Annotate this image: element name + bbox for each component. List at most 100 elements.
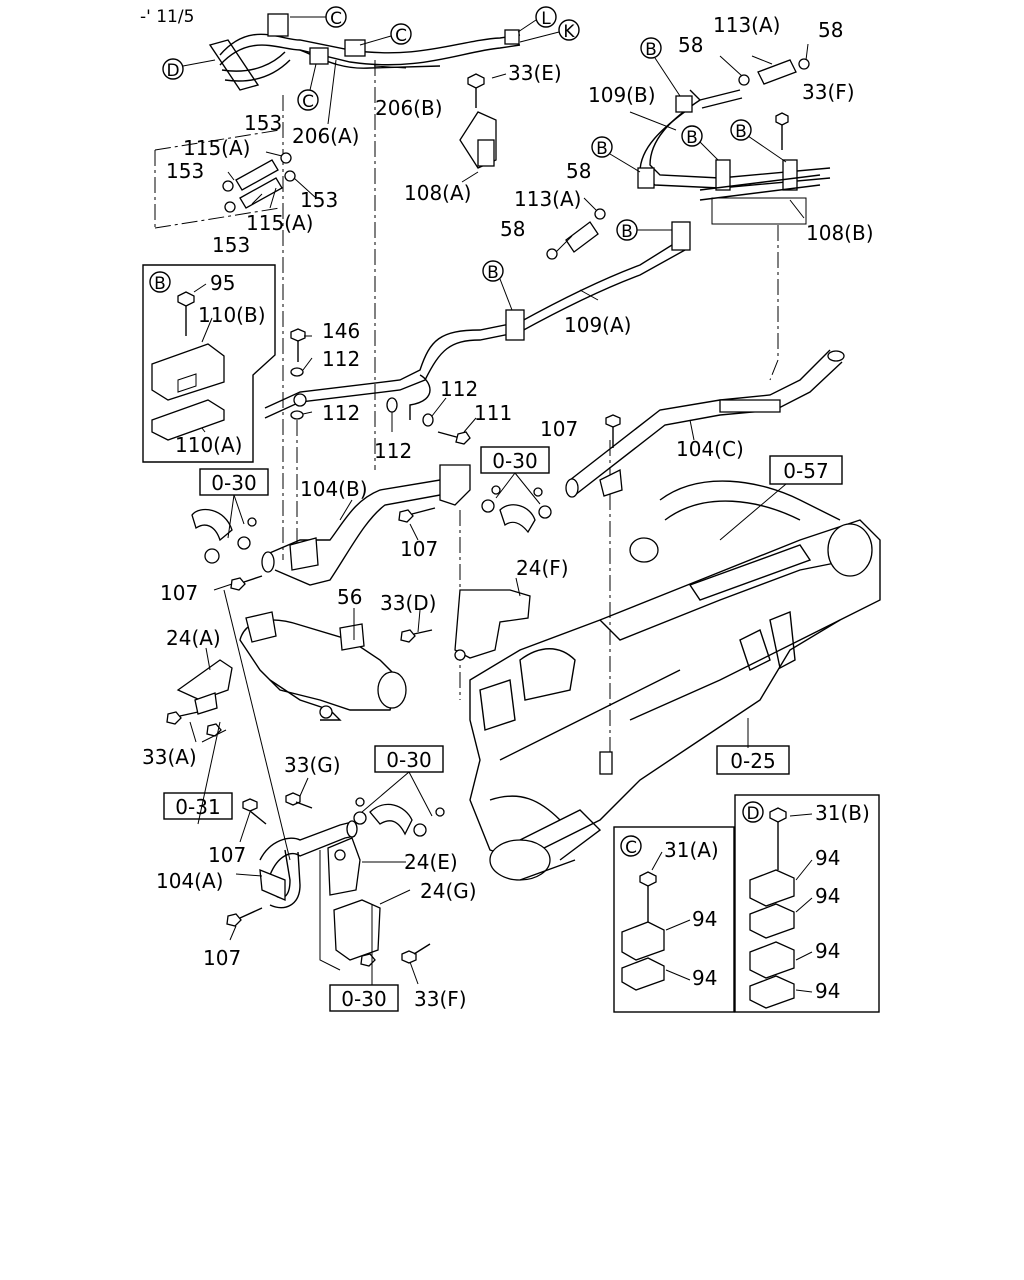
svg-text:L: L (541, 9, 551, 29)
label-56: 56 (337, 585, 362, 609)
inset-d-title: D (746, 804, 759, 824)
svg-text:B: B (596, 139, 608, 159)
inset-b-title: B (154, 274, 166, 294)
label-109a: 109(A) (564, 313, 631, 337)
bolt-107-left (230, 575, 263, 591)
inset-c-label-31a: 31(A) (664, 838, 719, 862)
svg-text:0-30: 0-30 (386, 748, 431, 772)
bracket-24a (176, 659, 233, 715)
bolt-33a (166, 711, 222, 737)
callout-b-2: B (681, 125, 719, 161)
label-24g: 24(G) (420, 879, 477, 903)
label-107c: 107 (160, 581, 198, 605)
pipe-104a (259, 820, 358, 909)
label-107d: 107 (208, 843, 246, 867)
label-113a1: 113(A) (713, 13, 780, 37)
inset-c-label-94b: 94 (692, 966, 717, 990)
label-112a: 112 (322, 347, 360, 371)
label-58b: 58 (818, 18, 843, 42)
bolt-33e (467, 73, 485, 108)
inset-b-label-110b: 110(B) (198, 303, 266, 327)
inset-c: C 31(A) 94 94 (613, 826, 735, 1013)
label-104c: 104(C) (676, 437, 744, 461)
svg-text:C: C (395, 26, 407, 46)
leader-lines (189, 43, 809, 985)
label-206a: 206(A) (292, 124, 359, 148)
label-112d: 112 (374, 439, 412, 463)
callout-c-3: C (297, 63, 319, 112)
label-111: 111 (474, 401, 512, 425)
bracket-24e (327, 837, 361, 896)
boxed-ref-057: 0-57 (769, 455, 843, 485)
callout-c-2: C (359, 23, 412, 46)
svg-text:B: B (686, 128, 698, 148)
label-153b: 153 (166, 159, 204, 183)
part-labels: 206(B) 206(A) 33(E) 108(A) 153 115(A) 15… (142, 13, 874, 1011)
label-153c: 153 (300, 188, 338, 212)
svg-text:B: B (735, 122, 747, 142)
callout-b-3: B (730, 119, 787, 163)
tube-109b (637, 89, 831, 201)
boxed-ref-030a: 0-30 (199, 468, 269, 539)
water-outlet-56 (239, 611, 407, 721)
label-115a2: 115(A) (246, 211, 313, 235)
svg-text:0-31: 0-31 (175, 795, 220, 819)
svg-text:C: C (330, 9, 342, 29)
bolt-107-lower (242, 798, 267, 825)
boxed-ref-030b: 0-30 (480, 446, 550, 505)
svg-text:0-30: 0-30 (211, 471, 256, 495)
label-112c: 112 (322, 401, 360, 425)
bolt-107-bracket (360, 953, 376, 967)
clamp-108b (711, 197, 807, 225)
bracket-24g (333, 899, 381, 961)
label-104a: 104(A) (156, 869, 223, 893)
callout-b-1: B (640, 37, 681, 97)
label-115a1: 115(A) (183, 136, 250, 160)
svg-text:K: K (563, 22, 575, 42)
svg-text:0-30: 0-30 (341, 987, 386, 1011)
pipe-104b (261, 464, 471, 586)
label-24e: 24(E) (404, 850, 458, 874)
bolt-111 (437, 431, 471, 445)
svg-text:B: B (621, 222, 633, 242)
inset-d: D 31(B) 94 94 94 94 (734, 794, 880, 1013)
inset-c-label-94a: 94 (692, 907, 717, 931)
bolt-107-mid (398, 507, 436, 523)
callout-l-1: L (517, 6, 557, 33)
bolt-107-bottom (226, 907, 263, 927)
svg-text:B: B (487, 263, 499, 283)
label-109b: 109(B) (588, 83, 656, 107)
callout-b-5: B (616, 219, 672, 242)
label-24f: 24(F) (516, 556, 569, 580)
svg-text:0-25: 0-25 (730, 749, 775, 773)
inset-b-label-110a: 110(A) (175, 433, 242, 457)
inset-d-label-94a: 94 (815, 846, 840, 870)
inset-d-label-94b: 94 (815, 884, 840, 908)
callout-c-1: C (290, 6, 347, 29)
label-108a: 108(A) (404, 181, 471, 205)
boxed-ref-025: 0-25 (716, 745, 790, 775)
hoses-115a (222, 152, 296, 213)
label-24a: 24(A) (166, 626, 221, 650)
label-107e: 107 (203, 946, 241, 970)
inset-d-label-31b: 31(B) (815, 801, 870, 825)
label-33e: 33(E) (508, 61, 562, 85)
callout-k-1: K (519, 19, 580, 43)
bolt-33g (285, 792, 313, 809)
tube-109a (264, 221, 691, 420)
bolt-33d (400, 629, 433, 643)
label-113a2: 113(A) (514, 187, 581, 211)
bracket-24f (454, 589, 531, 661)
boxed-ref-030c: 0-30 (361, 745, 444, 817)
label-206b: 206(B) (375, 96, 443, 120)
boxed-ref-030d: 0-30 (329, 984, 399, 1012)
hose-elbow-030b (481, 485, 552, 534)
callout-b-6: B (482, 260, 513, 311)
label-107a: 107 (540, 417, 578, 441)
label-112b: 112 (440, 377, 478, 401)
label-58c: 58 (566, 159, 591, 183)
callout-b-4: B (591, 136, 641, 173)
label-33g: 33(G) (284, 753, 341, 777)
label-107b: 107 (400, 537, 438, 561)
